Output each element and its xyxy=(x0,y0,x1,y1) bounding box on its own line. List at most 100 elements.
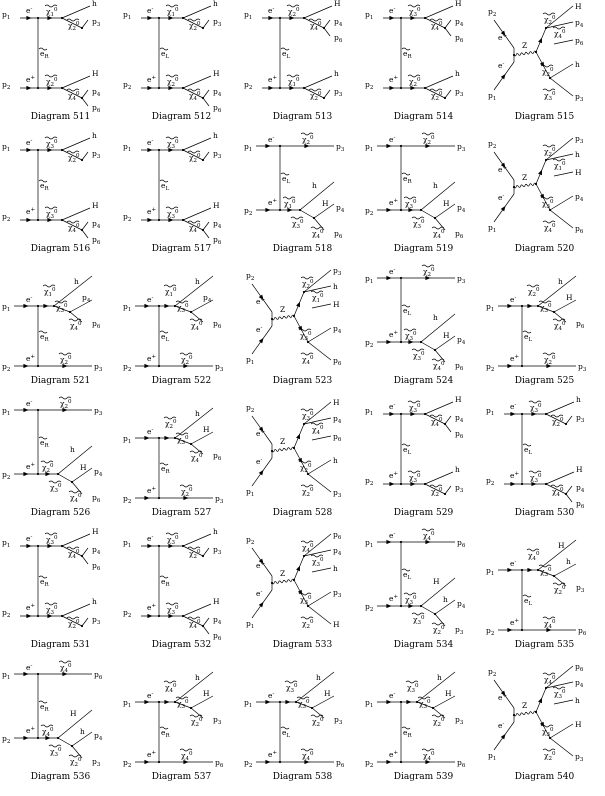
scalar-line xyxy=(61,75,91,89)
outgoing-line xyxy=(303,549,332,557)
arrow-icon xyxy=(23,671,29,677)
tilde-mark xyxy=(40,724,54,728)
tilde-mark xyxy=(526,284,540,288)
tilde-mark xyxy=(280,47,290,51)
tilde-mark xyxy=(38,436,48,440)
arrow-icon xyxy=(265,699,271,705)
outgoing-label: H xyxy=(333,398,340,407)
arrow-icon xyxy=(47,85,53,91)
scalar-line xyxy=(182,75,212,89)
positron-label: e+ xyxy=(256,429,265,438)
outgoing-momentum-label: p4 xyxy=(92,545,101,556)
propagator-label: eR xyxy=(40,702,49,713)
outgoing-line xyxy=(81,617,89,627)
propagator-label: eR xyxy=(161,728,170,739)
propagator-label: eR xyxy=(403,49,412,60)
neutralino-label: χ20 xyxy=(409,77,421,88)
tilde-mark xyxy=(58,352,72,356)
diagram-caption: Diagram 515 xyxy=(514,112,575,122)
tilde-mark xyxy=(538,300,552,304)
arrow-icon xyxy=(304,143,310,149)
outgoing-line xyxy=(303,401,332,425)
propagator-label: eL xyxy=(282,728,290,739)
outgoing-line xyxy=(81,151,89,161)
arrow-icon xyxy=(164,303,170,309)
outgoing-line xyxy=(307,473,332,493)
neutralino-line xyxy=(174,437,192,445)
incoming-momentum-label: p1 xyxy=(2,670,10,681)
neutralino-line xyxy=(553,311,567,323)
outgoing-line xyxy=(307,591,332,607)
scalar-line xyxy=(182,603,212,617)
tilde-mark xyxy=(165,206,179,210)
tilde-mark xyxy=(403,196,417,200)
neutralino-label: χ40 xyxy=(191,321,203,332)
neutralino-label: χ20 xyxy=(288,7,300,18)
outgoing-label: p3 xyxy=(575,752,584,763)
incoming-momentum-label: p2 xyxy=(2,362,10,373)
neutralino-line xyxy=(434,217,446,231)
neutralino-label: χ20 xyxy=(189,549,201,560)
neutralino-line xyxy=(420,209,436,219)
incoming-momentum-label: p1 xyxy=(2,538,10,549)
arrow-icon xyxy=(265,759,271,765)
outgoing-line xyxy=(81,555,89,565)
outgoing-momentum-label: p6 xyxy=(92,493,101,504)
propagator-label: eL xyxy=(161,332,169,343)
scalar-line xyxy=(424,401,454,415)
outgoing-label: p3 xyxy=(333,588,342,599)
higgs-label: H xyxy=(558,541,565,550)
tilde-mark xyxy=(175,300,189,304)
positron-label: e+ xyxy=(256,297,265,306)
neutralino-label: χ40 xyxy=(528,551,540,562)
incoming-momentum-label: p2 xyxy=(2,212,10,223)
tilde-mark xyxy=(300,748,314,752)
tilde-mark xyxy=(401,443,411,447)
tilde-mark xyxy=(163,416,177,420)
incoming-momentum-label: p2 xyxy=(486,362,494,373)
scalar-line xyxy=(182,533,212,547)
arrow-icon xyxy=(47,147,53,153)
scalar-line xyxy=(182,5,212,19)
neutralino-label: χ40 xyxy=(68,91,80,102)
outgoing-line xyxy=(202,19,210,29)
outgoing-line xyxy=(553,699,574,705)
tilde-mark xyxy=(401,568,411,572)
neutralino-label: χ20 xyxy=(312,717,324,728)
neutralino-label: χ20 xyxy=(554,585,566,596)
tilde-mark xyxy=(165,532,179,536)
propagator-label: eR xyxy=(161,577,170,588)
outgoing-line xyxy=(81,19,89,29)
outgoing-label: p6 xyxy=(575,36,584,47)
neutralino-line xyxy=(61,219,83,231)
tilde-mark xyxy=(165,4,179,8)
diagram-caption: Diagram 523 xyxy=(272,376,333,386)
arrow-icon xyxy=(147,147,153,153)
arrow-icon xyxy=(296,433,300,440)
diagram-caption: Diagram 516 xyxy=(30,244,91,254)
scalar-line xyxy=(182,137,212,151)
higgs-label: h xyxy=(334,69,339,78)
electron-label: e- xyxy=(147,138,153,147)
arrow-icon xyxy=(26,217,32,223)
tilde-mark xyxy=(298,460,312,464)
outgoing-line xyxy=(323,27,331,37)
neutralino-label: χ20 xyxy=(60,399,72,410)
scalar-line xyxy=(424,471,454,485)
positron-label: e+ xyxy=(26,462,35,471)
incoming-momentum-label: p1 xyxy=(123,538,131,549)
tilde-mark xyxy=(538,564,552,568)
outgoing-momentum-label: p6 xyxy=(92,103,101,114)
scalar-line xyxy=(299,181,335,211)
incoming-momentum-label: p2 xyxy=(365,476,373,487)
neutralino-label: χ20 xyxy=(433,625,445,636)
arrow-icon xyxy=(408,207,414,213)
outgoing-line xyxy=(81,221,89,231)
positron-label: e+ xyxy=(498,693,507,702)
tilde-mark xyxy=(405,680,419,684)
